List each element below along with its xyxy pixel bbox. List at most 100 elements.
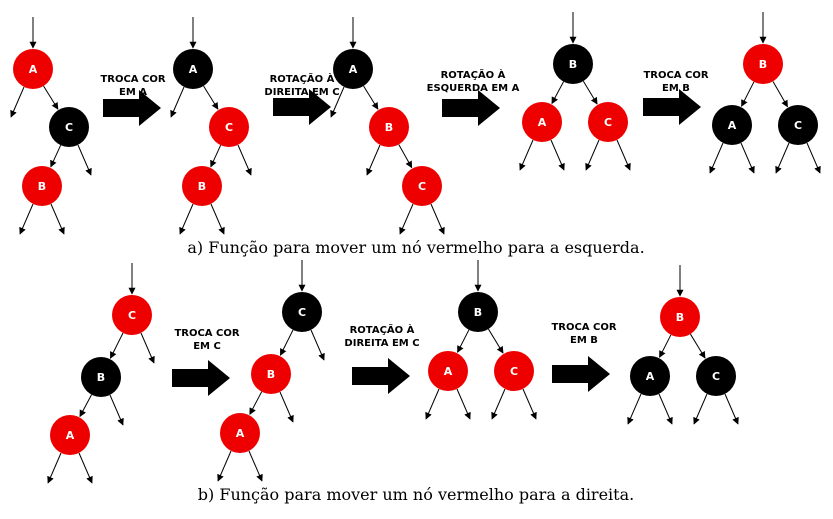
- node-label: B: [385, 121, 393, 134]
- part_a-tree-2-node-c: C: [209, 107, 249, 147]
- node-circle: [209, 107, 249, 147]
- part_a-tree-4-node-c: C: [588, 102, 628, 142]
- node-label: C: [298, 306, 306, 319]
- node-circle: [522, 102, 562, 142]
- part_a-tree-4-child-edge: [582, 80, 598, 105]
- node-label: B: [676, 311, 684, 324]
- part_a-tree-3-null-edge: [430, 203, 445, 235]
- part_a-tree-4-null-edge: [616, 139, 631, 171]
- part_b-tree-4-null-edge: [627, 393, 642, 425]
- part_a-step-4-arrow-icon: [643, 89, 701, 125]
- part_b-tree-3-null-edge: [522, 388, 537, 420]
- part_b-tree-1-child-edge: [79, 394, 93, 418]
- part_a-tree-2-node-b: B: [182, 166, 222, 206]
- part_a-tree-5-null-edge: [775, 142, 790, 174]
- part_a-tree-5-node-a: A: [712, 105, 752, 145]
- part_a-tree-1-null-edge: [19, 203, 34, 235]
- part_b-step-1-label-line2: EM C: [193, 341, 221, 352]
- node-label: B: [97, 371, 105, 384]
- part_b-tree-2-null-edge: [217, 450, 232, 482]
- node-label: B: [569, 58, 577, 71]
- node-circle: [173, 49, 213, 89]
- node-label: B: [198, 180, 206, 193]
- part_a-tree-2-child-edge: [210, 144, 222, 168]
- part_a-tree-4-node-b: B: [553, 44, 593, 84]
- node-circle: [22, 166, 62, 206]
- node-circle: [220, 413, 260, 453]
- part_a-tree-1-node-b: B: [22, 166, 62, 206]
- part_b-step-2-label-line1: ROTAÇÃO À: [350, 323, 415, 336]
- part_b-tree-4-null-edge: [658, 393, 673, 425]
- part_a-tree-3-null-edge: [366, 144, 381, 176]
- part-b-caption: b) Função para mover um nó vermelho para…: [198, 485, 634, 504]
- part_a-tree-3-node-c: C: [402, 166, 442, 206]
- part_b-step-2-label-line2: DIREITA EM C: [344, 338, 419, 349]
- node-label: A: [236, 427, 245, 440]
- part_b-tree-2-node-b: B: [251, 354, 291, 394]
- node-circle: [778, 105, 818, 145]
- part_a-step-3-label-line1: ROTAÇÃO À: [441, 68, 506, 81]
- part_b-tree-3-node-c: C: [494, 351, 534, 391]
- part_b-tree-1-child-edge: [109, 332, 124, 359]
- node-label: B: [474, 306, 482, 319]
- part_b-tree-3-null-edge: [425, 388, 440, 420]
- part_a-tree-5-node-c: C: [778, 105, 818, 145]
- node-label: C: [128, 309, 136, 322]
- part_a-tree-2-child-edge: [203, 85, 219, 110]
- part_b-tree-1-node-a: A: [50, 415, 90, 455]
- part_a-tree-4-null-edge: [585, 139, 600, 171]
- part_b-step-3-label-line1: TROCA COR: [551, 322, 616, 333]
- part_a-tree-5-node-b: B: [743, 44, 783, 84]
- part_b-step-3-arrow-icon: [552, 356, 610, 392]
- part_b-tree-1-null-edge: [47, 452, 62, 484]
- part_a-tree-3-child-edge: [398, 144, 413, 169]
- node-circle: [13, 49, 53, 89]
- part_b-tree-2-child-edge: [249, 391, 263, 416]
- part_a-tree-2-null-edge: [170, 86, 185, 118]
- node-circle: [553, 44, 593, 84]
- node-label: C: [604, 116, 612, 129]
- part_a-tree-5-child-edge: [772, 81, 788, 108]
- node-circle: [282, 292, 322, 332]
- part_a-tree-3-null-edge: [399, 203, 414, 235]
- part_a-tree-3-null-edge: [330, 86, 345, 118]
- part_b-tree-2-node-a: A: [220, 413, 260, 453]
- node-circle: [630, 356, 670, 396]
- part_a-step-4-label-line1: TROCA COR: [643, 70, 708, 81]
- part_a-step-1-label-line2: EM A: [119, 87, 147, 98]
- part_b-tree-1-null-edge: [78, 452, 93, 484]
- node-label: B: [267, 368, 275, 381]
- part_b-tree-2-node-c: C: [282, 292, 322, 332]
- part_a-tree-3-node-b: B: [369, 107, 409, 147]
- node-circle: [428, 351, 468, 391]
- part_b-tree-3-child-edge: [457, 329, 470, 353]
- part_a-tree-5-null-edge: [709, 142, 724, 174]
- node-label: A: [189, 63, 198, 76]
- part_a-tree-1-node-c: C: [49, 107, 89, 147]
- node-circle: [49, 107, 89, 147]
- part_a-tree-5-null-edge: [806, 142, 821, 174]
- part_b-tree-4-child-edge: [689, 333, 706, 359]
- node-circle: [660, 297, 700, 337]
- node-circle: [369, 107, 409, 147]
- part_a-tree-2-null-edge: [237, 144, 252, 176]
- part_a-step-2-label-line1: ROTAÇÃO À: [270, 72, 335, 85]
- node-circle: [402, 166, 442, 206]
- node-circle: [494, 351, 534, 391]
- part_a-tree-5-child-edge: [741, 81, 755, 107]
- node-circle: [333, 49, 373, 89]
- node-circle: [588, 102, 628, 142]
- part_a-tree-1-null-edge: [50, 203, 65, 235]
- node-label: C: [794, 119, 802, 132]
- part_b-tree-4-node-c: C: [696, 356, 736, 396]
- part_b-step-1-arrow-icon: [172, 360, 230, 396]
- node-circle: [696, 356, 736, 396]
- node-circle: [458, 292, 498, 332]
- part_b-step-3-label-line2: EM B: [570, 335, 598, 346]
- part_b-tree-4-node-a: A: [630, 356, 670, 396]
- part_a-tree-1-node-a: A: [13, 49, 53, 89]
- part_b-step-2-arrow-icon: [352, 358, 410, 394]
- part_a-step-1-arrow-icon: [103, 90, 161, 126]
- part_b-tree-3-node-a: A: [428, 351, 468, 391]
- part_a-step-1-label-line1: TROCA COR: [100, 74, 165, 85]
